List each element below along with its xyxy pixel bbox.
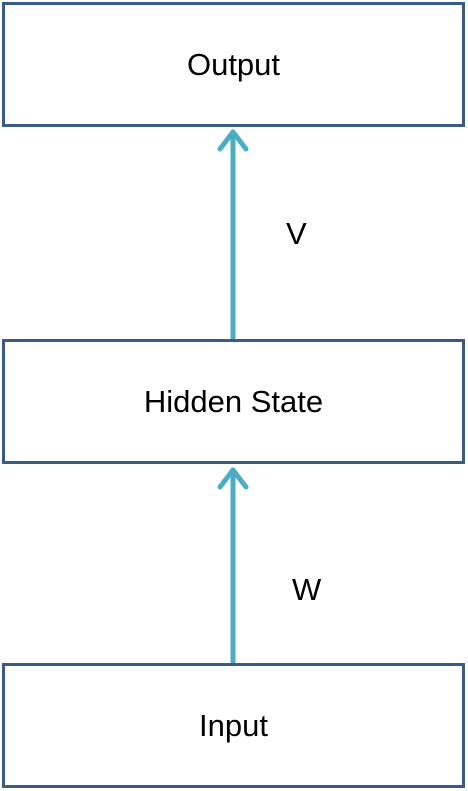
arrow-hidden-to-output: [217, 129, 249, 341]
hidden-state-node-label: Hidden State: [143, 383, 324, 419]
input-node-label: Input: [199, 707, 268, 743]
hidden-state-node: Hidden State: [2, 339, 465, 464]
weight-label-v: V: [286, 216, 307, 251]
output-node-label: Output: [186, 46, 281, 82]
input-node: Input: [2, 663, 465, 788]
weight-label-w: W: [292, 572, 322, 607]
output-node: Output: [2, 2, 465, 127]
arrow-input-to-hidden: [217, 467, 249, 665]
